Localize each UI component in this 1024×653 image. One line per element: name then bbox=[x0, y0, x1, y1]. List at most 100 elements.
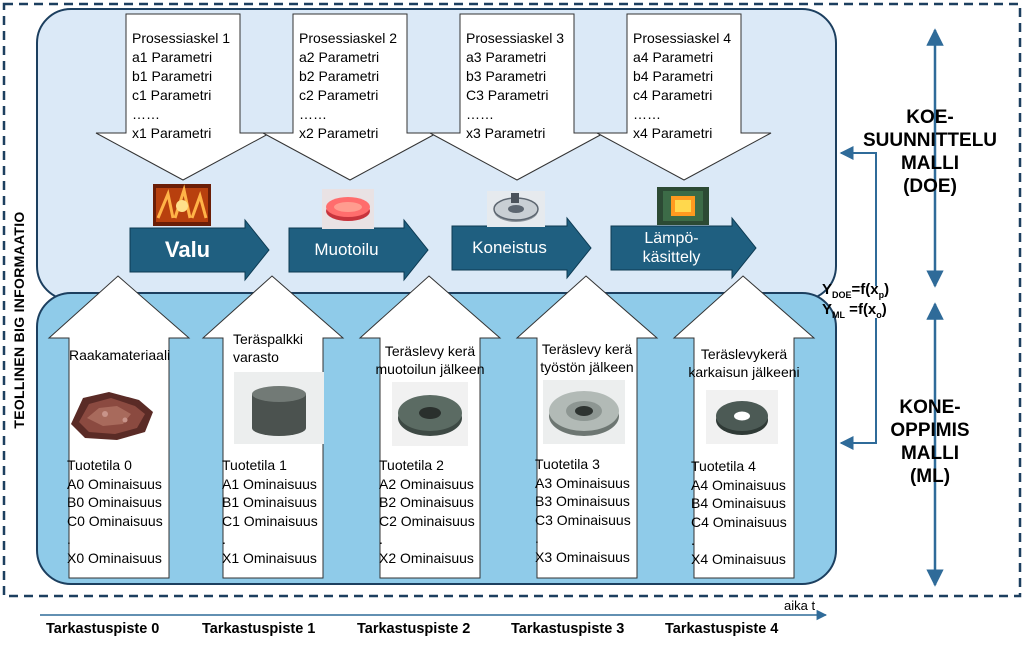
process-param: x1 Parametri bbox=[132, 125, 212, 141]
ml-formula: YML =f(xo) bbox=[822, 301, 887, 320]
outer-dashed-frame bbox=[2, 2, 1022, 598]
state-property: B1 Ominaisuus bbox=[222, 494, 317, 510]
state-0-list: Tuotetila 0 A0 Ominaisuus B0 Ominaisuus … bbox=[67, 456, 163, 567]
formula-close: ) bbox=[881, 301, 887, 318]
casting-furnace-photo bbox=[153, 184, 211, 226]
checkpoint-1: Tarkastuspiste 1 bbox=[202, 621, 316, 637]
state-property: A0 Ominaisuus bbox=[67, 475, 162, 492]
state-2-title: Teräslevy kerä muotoilun jälkeen bbox=[375, 343, 485, 377]
process-param-ellipsis: …… bbox=[466, 106, 494, 122]
formula-subscript: DOE bbox=[832, 290, 852, 300]
state-3-list: Tuotetila 3 A3 Ominaisuus B3 Ominaisuus … bbox=[535, 455, 631, 566]
state-property: C2 Ominaisuus bbox=[379, 512, 475, 529]
checkpoint-0: Tarkastuspiste 0 bbox=[46, 621, 160, 637]
heat-treatment-oven-photo bbox=[657, 187, 709, 225]
process-arrow-4 bbox=[596, 13, 772, 181]
process-arrow-2 bbox=[262, 13, 438, 181]
process-step-1-title: Prosessiaskel 1 bbox=[132, 30, 231, 46]
process-arrow-3 bbox=[429, 13, 605, 181]
process-param: b3 Parametri bbox=[466, 68, 547, 84]
process-param-ellipsis: …… bbox=[299, 106, 327, 122]
chevron-shape-1 bbox=[129, 218, 270, 282]
checkpoint-3: Tarkastuspiste 3 bbox=[511, 621, 625, 637]
state-1-title: Teräspalkki varasto bbox=[233, 331, 304, 365]
doe-feedback-arrow bbox=[839, 146, 877, 286]
state-property-dot: . bbox=[222, 531, 226, 547]
state-property: X3 Ominaisuus bbox=[535, 548, 630, 565]
state-2-label: Tuotetila 2 bbox=[379, 457, 444, 473]
formula-y: Y bbox=[822, 301, 833, 318]
process-param: a3 Parametri bbox=[466, 49, 547, 65]
state-property: A2 Ominaisuus bbox=[379, 475, 474, 492]
chevron-label-muotoilu: Muotoilu bbox=[314, 240, 379, 259]
state-property-dot: . bbox=[379, 531, 383, 547]
formula-function: =f(x bbox=[851, 281, 879, 298]
process-param: c4 Parametri bbox=[633, 87, 713, 103]
chevron-label-koneistus: Koneistus bbox=[472, 238, 547, 257]
process-param: b2 Parametri bbox=[299, 68, 380, 84]
state-4-list: Tuotetila 4 A4 Ominaisuus B4 Ominaisuus … bbox=[691, 457, 787, 568]
state-property: C4 Ominaisuus bbox=[691, 513, 787, 530]
process-param: c1 Parametri bbox=[132, 87, 212, 103]
state-1-list: Tuotetila 1 A1 Ominaisuus B1 Ominaisuus … bbox=[222, 456, 318, 567]
chevron-label-valu: Valu bbox=[164, 237, 211, 262]
doe-model-label: KOE- SUUNNITTELU MALLI (DOE) bbox=[862, 107, 998, 197]
chevron-shape-4 bbox=[610, 216, 757, 280]
process-param: b4 Parametri bbox=[633, 68, 714, 84]
hardened-ring-photo bbox=[706, 390, 778, 444]
state-3-title: Teräslevy kerä työstön jälkeen bbox=[540, 341, 634, 375]
state-property: X4 Ominaisuus bbox=[691, 550, 786, 567]
raw-material-photo bbox=[71, 392, 153, 440]
process-param: a4 Parametri bbox=[633, 49, 714, 65]
checkpoint-2: Tarkastuspiste 2 bbox=[357, 621, 471, 637]
formula-close: ) bbox=[884, 281, 890, 298]
state-4-title: Teräslevykerä karkaisun jälkeeni bbox=[688, 346, 800, 380]
state-property: C0 Ominaisuus bbox=[67, 512, 163, 529]
ml-model-label: KONE- OPPIMIS MALLI (ML) bbox=[890, 397, 970, 487]
state-property-dot: . bbox=[535, 530, 539, 546]
state-property: X0 Ominaisuus bbox=[67, 549, 162, 566]
state-property: B3 Ominaisuus bbox=[535, 493, 630, 509]
process-param: x4 Parametri bbox=[633, 125, 713, 141]
state-2-list: Tuotetila 2 A2 Ominaisuus B2 Ominaisuus … bbox=[379, 456, 475, 567]
process-param: c2 Parametri bbox=[299, 87, 379, 103]
process-param: C3 Parametri bbox=[466, 87, 549, 103]
state-property: A1 Ominaisuus bbox=[222, 475, 317, 492]
state-property: B4 Ominaisuus bbox=[691, 495, 786, 511]
process-step-3-title: Prosessiaskel 3 bbox=[466, 30, 565, 46]
forged-ring-photo bbox=[392, 382, 468, 446]
state-property: C3 Ominaisuus bbox=[535, 511, 631, 528]
process-param: a2 Parametri bbox=[299, 49, 380, 65]
formula-subscript: ML bbox=[832, 310, 846, 320]
state-1-label: Tuotetila 1 bbox=[222, 457, 287, 473]
big-information-vertical-label: TEOLLINEN BIG INFORMAATIO bbox=[11, 211, 27, 429]
formula-subscript: o bbox=[876, 310, 882, 320]
state-0-label: Tuotetila 0 bbox=[67, 457, 132, 473]
checkpoint-4: Tarkastuspiste 4 bbox=[665, 621, 779, 637]
state-property: X1 Ominaisuus bbox=[222, 549, 317, 566]
state-property: B2 Ominaisuus bbox=[379, 494, 474, 510]
state-property: B0 Ominaisuus bbox=[67, 494, 162, 510]
process-step-3-list: Prosessiaskel 3 a3 Parametri b3 Parametr… bbox=[466, 29, 564, 143]
process-arrow-1 bbox=[95, 13, 271, 181]
chevron-shape-2 bbox=[288, 218, 429, 282]
time-axis-label: aika t bbox=[784, 598, 816, 613]
process-step-2-list: Prosessiaskel 2 a2 Parametri b2 Parametr… bbox=[299, 29, 397, 143]
formula-subscript: p bbox=[878, 290, 885, 300]
process-param: b1 Parametri bbox=[132, 68, 213, 84]
state-4-label: Tuotetila 4 bbox=[691, 458, 756, 474]
process-param: a1 Parametri bbox=[132, 49, 213, 65]
process-step-1-list: Prosessiaskel 1 a1 Parametri b1 Parametr… bbox=[132, 29, 230, 143]
process-step-2-title: Prosessiaskel 2 bbox=[299, 30, 398, 46]
process-param: x3 Parametri bbox=[466, 125, 546, 141]
process-param-ellipsis: …… bbox=[132, 106, 160, 122]
state-property: C1 Ominaisuus bbox=[222, 512, 318, 529]
state-property: X2 Ominaisuus bbox=[379, 549, 474, 566]
state-property: A4 Ominaisuus bbox=[691, 476, 786, 493]
state-3-label: Tuotetila 3 bbox=[535, 456, 600, 472]
doe-formula: YDOE=f(xp) bbox=[822, 281, 889, 300]
ml-feedback-arrow bbox=[839, 318, 877, 450]
state-property-dot: . bbox=[691, 532, 695, 548]
hot-forging-photo bbox=[322, 189, 374, 229]
